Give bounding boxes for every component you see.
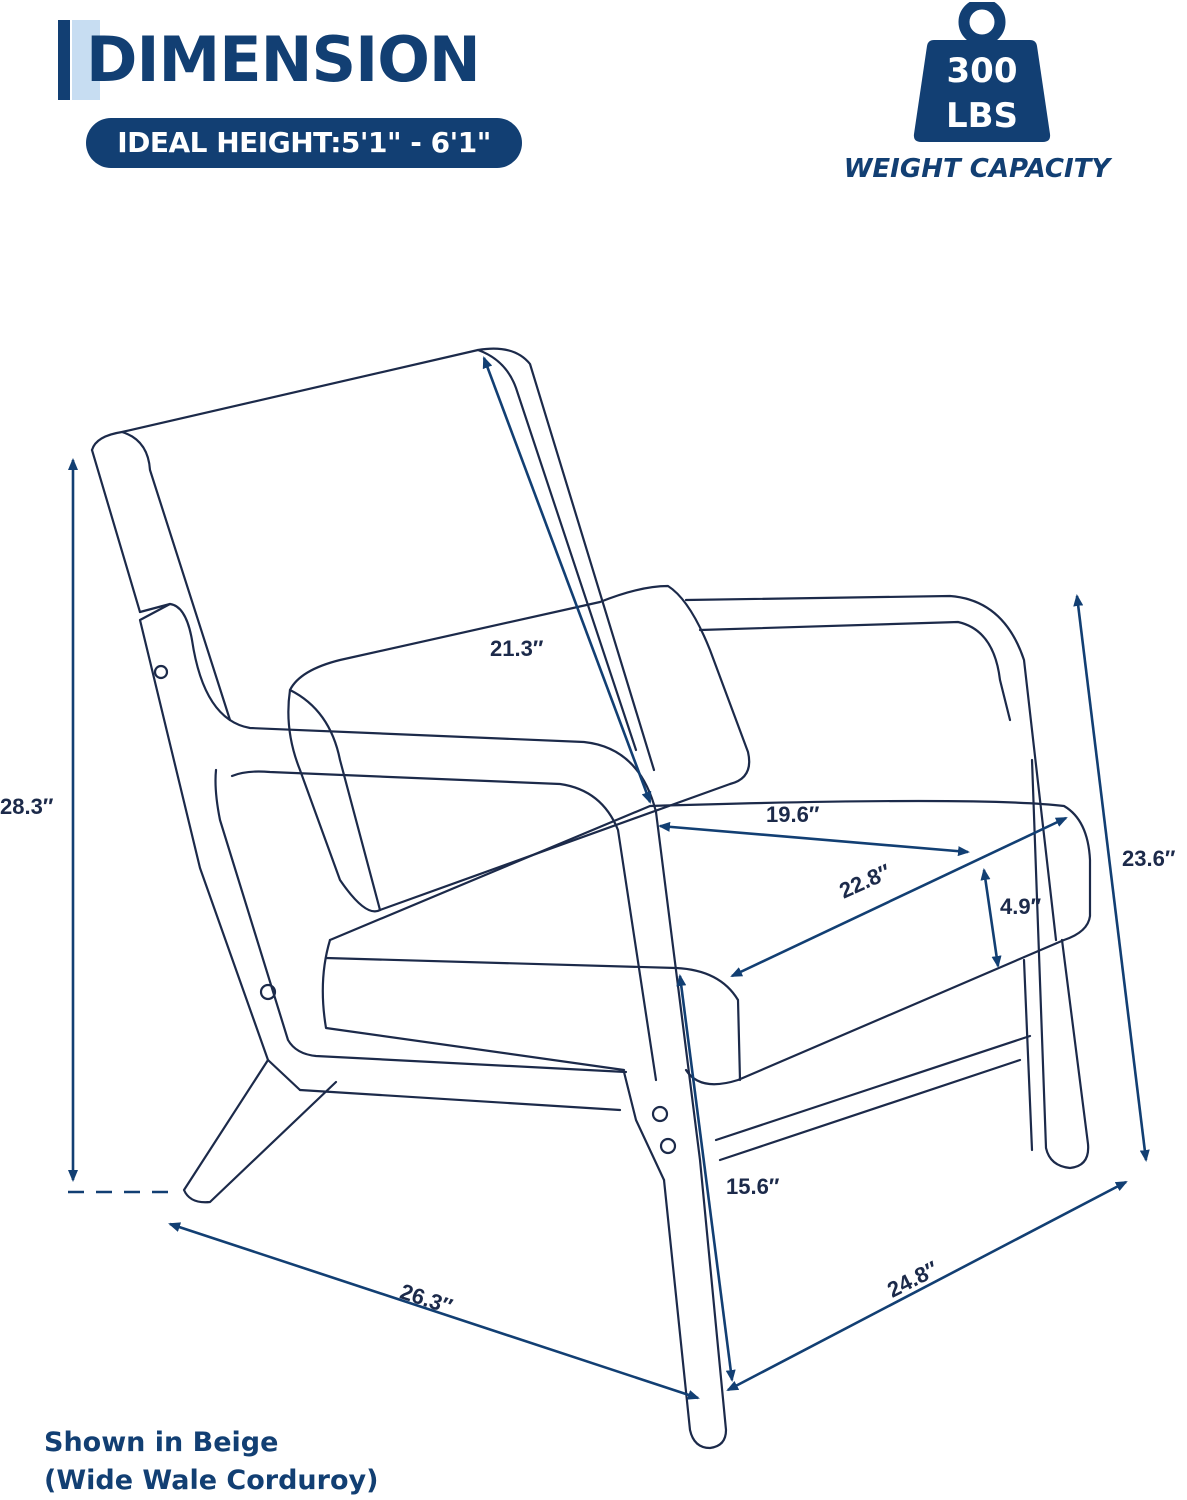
color-note-line2: (Wide Wale Corduroy) [44,1465,379,1496]
ideal-height-badge: IDEAL HEIGHT:5'1" - 6'1" [86,118,522,168]
page-title: DIMENSION [86,23,481,96]
arm-height-label: 23.6″ [1122,846,1176,871]
seat-width-arrow [658,821,970,857]
cushion-thickness-arrow [980,868,1002,968]
title-accent-bar-light [72,20,100,100]
weight-caption: WEIGHT CAPACITY [843,154,1111,184]
cushion-thickness-label: 4.9″ [1000,894,1042,919]
title-block: DIMENSION [58,20,518,100]
depth-arrow [726,1180,1128,1392]
backrest-height-arrow [482,356,652,804]
seat-height-arrow [676,974,736,1382]
seat-height-label: 15.6″ [726,1174,780,1199]
seat-depth-label: 22.8″ [835,859,894,904]
title-accent-bar [58,20,70,100]
weight-unit: LBS [946,96,1018,136]
backrest-height-label: 21.3″ [490,636,544,661]
color-note: Shown in Beige (Wide Wale Corduroy) [44,1424,378,1500]
seat-width-label: 19.6″ [766,802,820,827]
chair-outline [90,347,1092,1450]
width-arrow [168,1222,700,1400]
weight-icon: 300 LBS [913,2,1051,142]
arm-height-arrow [1073,594,1150,1162]
depth-label: 24.8″ [883,1256,942,1303]
seat-depth-arrow [730,816,1068,978]
width-label: 26.3″ [397,1279,456,1319]
dimension-lines [68,356,1150,1400]
color-note-line1: Shown in Beige [44,1427,279,1458]
weight-value: 300 [947,51,1018,91]
overall-height-label: 28.3″ [0,794,54,819]
